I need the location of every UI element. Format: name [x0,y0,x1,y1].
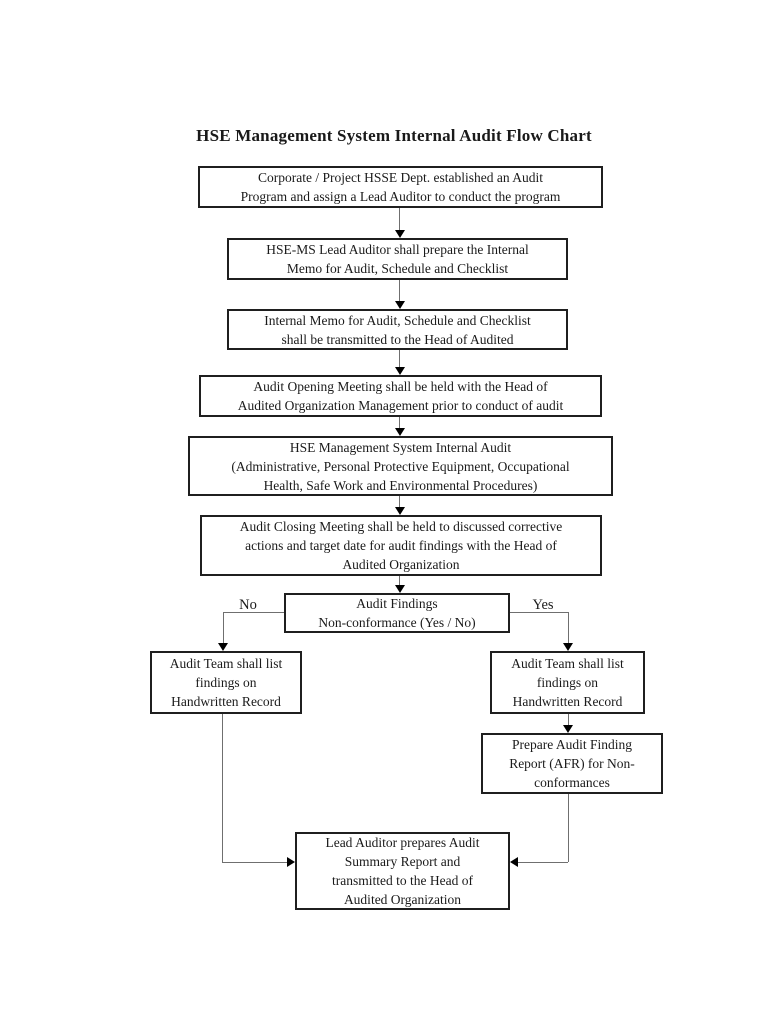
flow-node-internal-audit: HSE Management System Internal Audit (Ad… [188,436,613,496]
connector-record-to-afr [568,714,569,725]
flow-node-audit-program: Corporate / Project HSSE Dept. establish… [198,166,603,208]
flowchart-title: HSE Management System Internal Audit Flo… [196,126,592,145]
connector-yes-merge-horizontal [518,862,568,863]
flow-node-afr-report: Prepare Audit Finding Report (AFR) for N… [481,733,663,794]
flow-node-prepare-memo: HSE-MS Lead Auditor shall prepare the In… [227,238,568,280]
arrowhead-down [395,367,405,375]
connector-transmit-to-opening [399,350,400,367]
connector-decision-no-horizontal [223,612,284,613]
connector-yes-merge-vertical [568,794,569,862]
arrowhead-down [395,585,405,593]
arrowhead-down [395,301,405,309]
connector-program-to-memo [399,208,400,230]
connector-closing-to-decision [399,576,400,585]
arrowhead-down [563,725,573,733]
branch-label-no: No [239,597,257,613]
connector-no-merge-vertical [222,714,223,862]
flow-node-summary-report: Lead Auditor prepares Audit Summary Repo… [295,832,510,910]
arrowhead-right [287,857,295,867]
connector-memo-to-transmit [399,280,400,301]
arrowhead-left [510,857,518,867]
arrowhead-down [218,643,228,651]
flow-node-no-handwritten-record: Audit Team shall list findings on Handwr… [150,651,302,714]
connector-decision-yes-vertical [568,612,569,643]
flow-node-yes-handwritten-record: Audit Team shall list findings on Handwr… [490,651,645,714]
connector-decision-yes-horizontal [510,612,568,613]
arrowhead-down [395,428,405,436]
flow-node-closing-meeting: Audit Closing Meeting shall be held to d… [200,515,602,576]
arrowhead-down [395,230,405,238]
connector-opening-to-audit [399,417,400,428]
arrowhead-down [563,643,573,651]
connector-no-merge-horizontal [222,862,287,863]
branch-label-yes: Yes [532,597,554,613]
arrowhead-down [395,507,405,515]
flow-node-opening-meeting: Audit Opening Meeting shall be held with… [199,375,602,417]
flow-node-decision-audit-findings: Audit Findings Non-conformance (Yes / No… [284,593,510,633]
connector-decision-no-vertical [223,612,224,643]
flow-node-transmit-memo: Internal Memo for Audit, Schedule and Ch… [227,309,568,350]
connector-audit-to-closing [399,496,400,507]
